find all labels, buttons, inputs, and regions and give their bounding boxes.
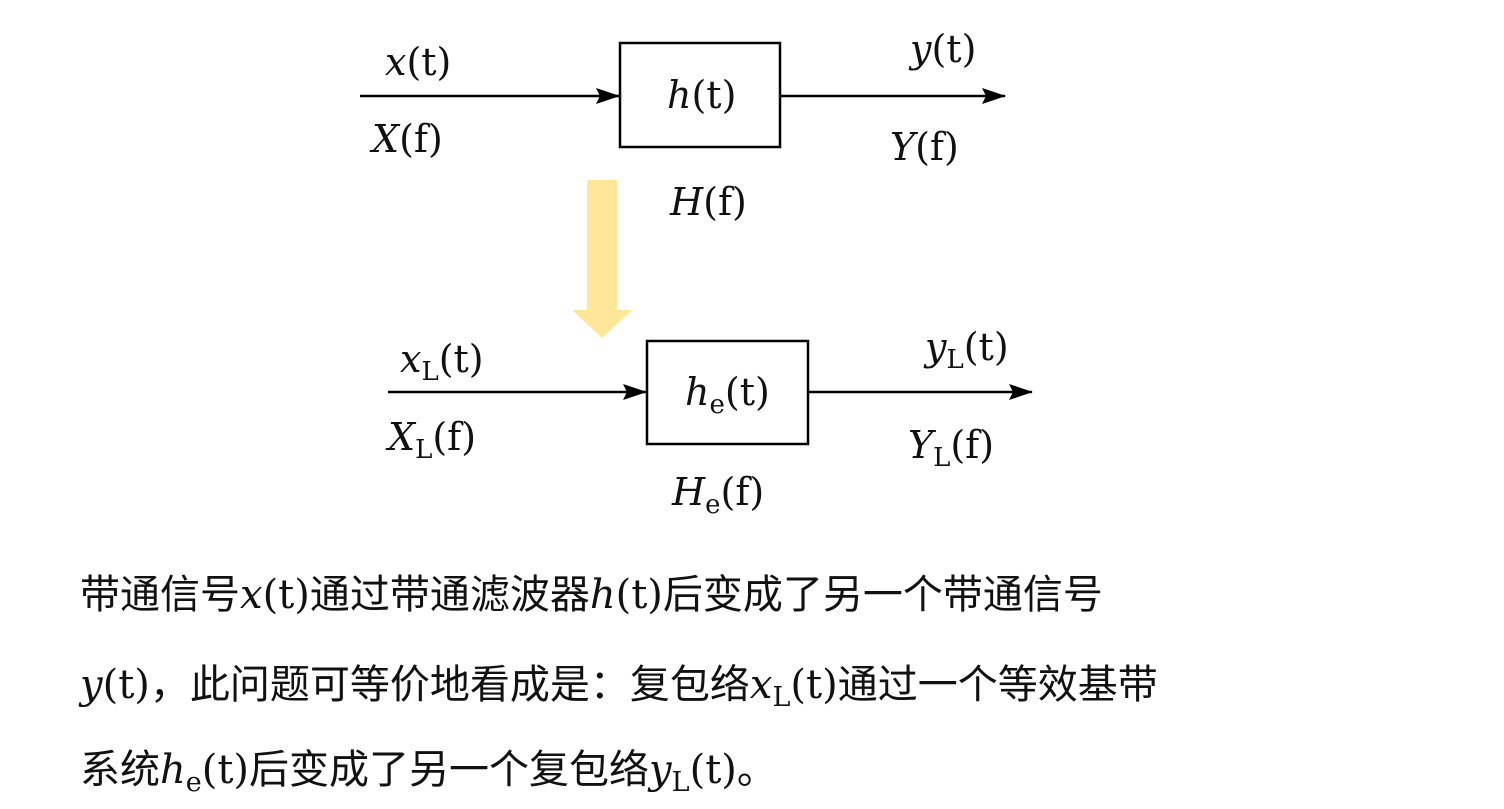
text-segment: 。 — [736, 747, 777, 793]
top-system-freq-label: H(f) — [669, 180, 747, 224]
math-segment: (t) — [615, 572, 663, 618]
text-segment: 通过一个等效基带 — [837, 662, 1158, 708]
bottom-input-time-label: xL(t) — [400, 337, 484, 387]
top-input-freq-label: X(f) — [369, 117, 443, 161]
math-segment: (t) — [790, 662, 838, 708]
bottom-system-freq-label: He(f) — [671, 470, 764, 520]
block-diagram: x(t) X(f) h(t) H(f) y(t) Y(f) xL(t) XL(f… — [360, 27, 1033, 520]
math-segment: y — [649, 747, 672, 793]
down-arrow-icon — [572, 180, 632, 338]
math-segment: e — [185, 767, 202, 798]
bottom-input-freq-label: XL(f) — [385, 415, 476, 465]
text-segment: 带通信号 — [80, 572, 240, 618]
math-segment: h — [160, 747, 186, 793]
math-segment: y — [80, 662, 103, 708]
text-segment: 系统 — [80, 747, 160, 793]
paragraph-line-2: y(t)，此问题可等价地看成是：复包络xL(t)通过一个等效基带 — [80, 652, 1158, 713]
paragraph-line-3: 系统he(t)后变成了另一个复包络yL(t)。 — [80, 737, 777, 798]
math-segment: L — [772, 682, 791, 713]
text-segment: 通过带通滤波器 — [309, 572, 590, 618]
top-output-freq-label: Y(f) — [890, 125, 959, 169]
top-output-time-label: y(t) — [908, 27, 976, 71]
math-segment: (t) — [102, 662, 150, 708]
math-segment: x — [240, 572, 263, 618]
math-segment: x — [749, 662, 773, 708]
text-segment: ，此问题可等价地看成是：复包络 — [149, 662, 750, 708]
math-segment: L — [671, 767, 690, 798]
text-segment: 后变成了另一个复包络 — [249, 747, 650, 793]
math-segment: (t) — [201, 747, 250, 793]
text-segment: 后变成了另一个带通信号 — [662, 572, 1103, 618]
top-system-time-label: h(t) — [667, 73, 736, 117]
bottom-output-freq-label: YL(f) — [908, 423, 994, 473]
math-segment: (t) — [262, 572, 310, 618]
math-segment: h — [589, 572, 616, 618]
math-segment: (t) — [689, 747, 737, 793]
paragraph-line-1: 带通信号x(t)通过带通滤波器h(t)后变成了另一个带通信号 — [80, 562, 1103, 620]
top-input-time-label: x(t) — [385, 40, 451, 84]
bottom-output-time-label: yL(t) — [923, 325, 1009, 375]
bottom-system-box — [645, 339, 810, 446]
bottom-system-time-label: he(t) — [685, 370, 770, 420]
